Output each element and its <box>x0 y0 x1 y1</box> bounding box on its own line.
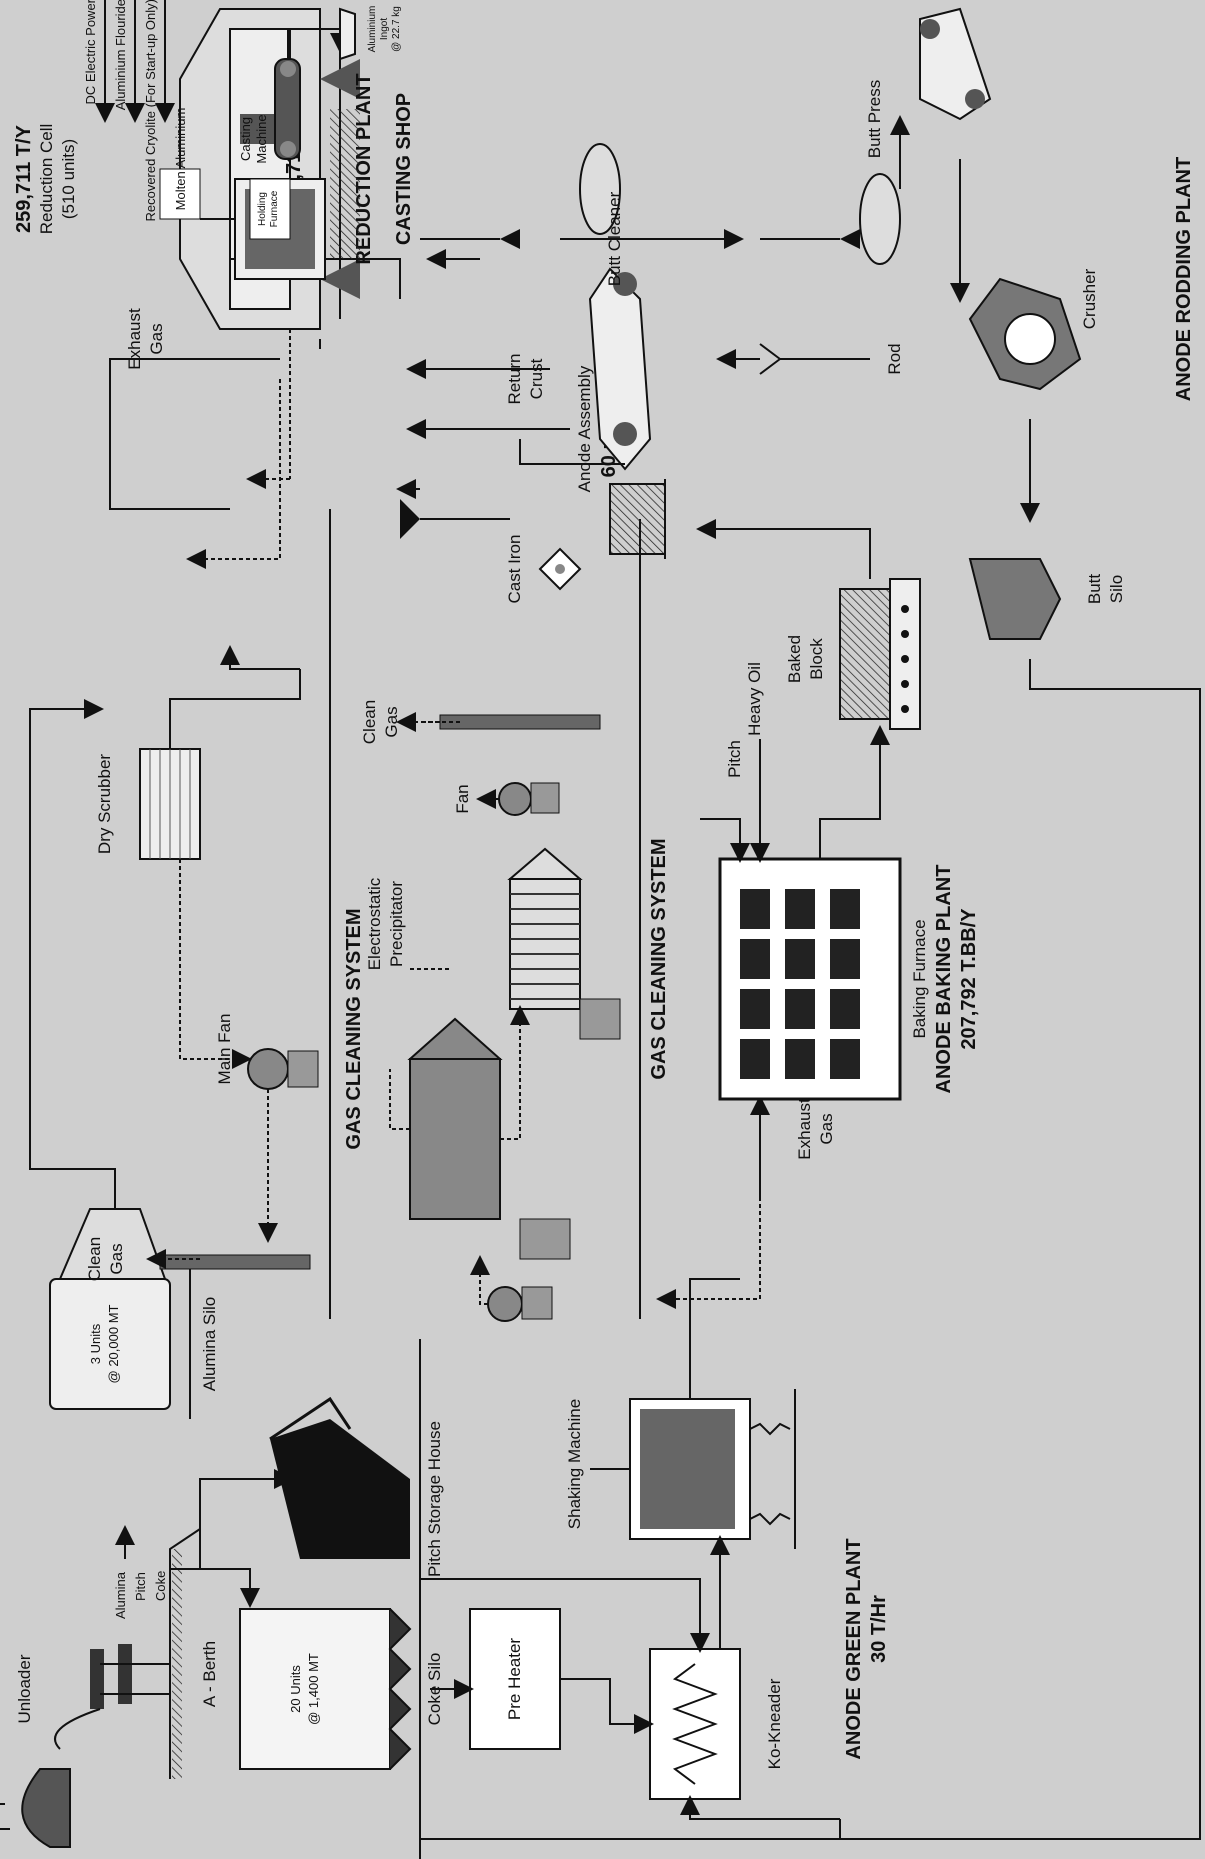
stack-icon <box>159 1254 311 1270</box>
baked-block-2: Block <box>807 638 826 680</box>
ko-kneader-label: Ko-Kneader <box>765 1678 784 1769</box>
baking-furnace <box>718 857 902 1101</box>
baking-plant-capacity: 207,792 T.BB/Y <box>958 908 980 1050</box>
crusher-icon <box>968 277 1082 391</box>
ko-kneader <box>649 1648 741 1800</box>
electrostatic-label-1: Electrostatic <box>365 877 384 970</box>
casting-shop-title: CASTING SHOP <box>393 93 415 245</box>
unloader-icon <box>54 1644 170 1750</box>
material-alumina: Alumina <box>113 1571 128 1619</box>
berth-label: A - Berth <box>200 1641 219 1707</box>
reduction-cell-label: Reduction Cell <box>37 124 56 235</box>
input-dc-power: DC Electric Power <box>83 0 98 104</box>
return-crust-2: Crust <box>527 358 546 399</box>
pitch-storage-house <box>269 1396 410 1559</box>
rodding-plant-title: ANODE RODDING PLANT <box>1173 157 1195 401</box>
holding-furnace-2: Furnace <box>269 190 280 227</box>
butt-silo-icon <box>968 558 1062 640</box>
green-plant-capacity: 30 T/Hr <box>868 1595 890 1663</box>
casting-area <box>229 109 401 299</box>
butt-conveyor-icon <box>919 7 992 121</box>
main-fan-label: Main Fan <box>215 1014 234 1085</box>
conveyor-icon <box>588 267 652 471</box>
clean-gas-mid-1: Clean <box>360 700 379 744</box>
clean-gas-top-1: Clean <box>85 1237 104 1281</box>
ingot-3: @ 22.7 kg <box>391 6 402 52</box>
dry-scrubber <box>139 669 301 860</box>
ingot-1: Aluminium <box>367 6 378 53</box>
ship-icon <box>0 1768 71 1848</box>
input-aluminium-flouride: Aluminium Flouride <box>113 0 128 110</box>
pre-heater-label: Pre Heater <box>505 1638 524 1721</box>
stack-2-icon <box>439 714 601 730</box>
butt-cleaner-icon <box>420 143 621 249</box>
clean-gas-top-2: Gas <box>107 1243 126 1274</box>
exhaust-gas-baking-1: Exhaust <box>795 1098 814 1160</box>
alumina-silo-label: Alumina Silo <box>200 1297 219 1392</box>
coke-silo-capacity-2: @ 1,400 MT <box>306 1653 321 1725</box>
reduction-inputs: DC Electric Power Aluminium Flouride Rec… <box>83 0 175 222</box>
rod-label: Rod <box>885 343 904 374</box>
precipitator-2 <box>507 847 621 1040</box>
reduction-exhaust-2: Gas <box>147 323 166 354</box>
alumina-silo <box>49 1208 191 1419</box>
casting-machine-1: Casting <box>238 117 253 161</box>
fan-icon <box>487 1286 553 1322</box>
casting-machine-2: Machine <box>254 114 269 163</box>
holding-furnace-1: Holding <box>257 192 268 226</box>
fan-2-icon <box>498 782 560 816</box>
baked-block-1: Baked <box>785 635 804 683</box>
rod-icon <box>759 343 870 375</box>
crusher-label: Crusher <box>1080 268 1099 329</box>
reduction-cell-units: (510 units) <box>59 139 78 219</box>
unloader-label: Unloader <box>15 1654 34 1723</box>
dry-scrubber-label: Dry Scrubber <box>95 754 114 854</box>
fan-label: Fan <box>453 784 472 813</box>
butt-silo-1: Butt <box>1085 574 1104 605</box>
reduction-capacity: 259,711 T/Y <box>13 124 35 233</box>
green-plant-title: ANODE GREEN PLANT <box>843 1538 865 1759</box>
exhaust-gas-baking-2: Gas <box>817 1113 836 1144</box>
pitch-input-label: Pitch <box>725 740 744 778</box>
coke-silo <box>239 1608 412 1770</box>
cast-iron-icon <box>538 547 582 591</box>
anode-assembly-label: Anode Assembly <box>575 365 594 492</box>
berth <box>169 1528 201 1779</box>
ingot-2: Ingot <box>379 18 390 40</box>
baking-plant-title: ANODE BAKING PLANT <box>933 865 955 1094</box>
alumina-silo-capacity-2: @ 20,000 MT <box>106 1304 121 1383</box>
cast-iron-label: Cast Iron <box>505 535 524 604</box>
anode-assembly-icon <box>400 479 666 559</box>
coke-silo-capacity-1: 20 Units <box>288 1665 303 1713</box>
heavy-oil-label: Heavy Oil <box>745 662 764 736</box>
baked-block <box>839 578 921 730</box>
butt-silo-2: Silo <box>1107 575 1126 603</box>
main-fan-icon <box>247 1048 319 1090</box>
precipitator-1 <box>407 1017 571 1260</box>
electrostatic-label-2: Precipitator <box>387 881 406 967</box>
material-pitch: Pitch <box>133 1572 148 1601</box>
ingot-icon <box>339 7 356 61</box>
gas-cleaning-mid-title: GAS CLEANING SYSTEM <box>648 838 670 1079</box>
casting-machine <box>274 58 301 160</box>
shaking-machine <box>590 1389 796 1549</box>
molten-aluminium-label: Molten Aluminium <box>173 108 188 211</box>
clean-gas-mid-2: Gas <box>382 706 401 737</box>
alumina-silo-capacity-1: 3 Units <box>88 1323 103 1364</box>
reduction-exhaust-1: Exhaust <box>125 308 144 370</box>
material-coke: Coke <box>153 1571 168 1601</box>
butt-press-label: Butt Press <box>865 80 884 158</box>
pitch-storage-label: Pitch Storage House <box>425 1421 444 1577</box>
shaking-machine-label: Shaking Machine <box>565 1399 584 1529</box>
baking-furnace-label: Baking Furnace <box>910 919 929 1038</box>
butt-press-icon <box>760 173 901 265</box>
gas-cleaning-top-title: GAS CLEANING SYSTEM <box>343 908 365 1149</box>
input-recovered-cryolite: Recovered Cryolite (For Start-up Only) <box>143 0 158 222</box>
return-crust-1: Return <box>505 353 524 404</box>
